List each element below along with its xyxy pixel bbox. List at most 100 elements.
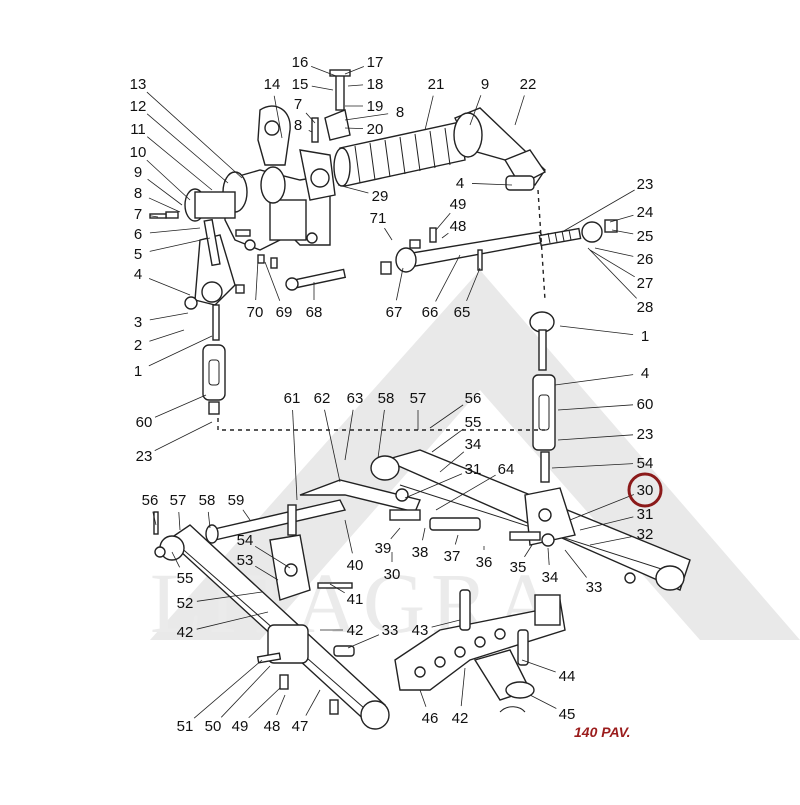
callout-label-39: 39 [375,540,392,557]
callout-label-65: 65 [454,304,471,321]
callout-label-16a: 16 [292,54,309,71]
leader-line-17 [344,66,365,75]
leader-line-59 [242,509,251,521]
leader-line-20 [344,127,364,129]
callout-label-33a: 33 [586,579,603,596]
callout-label-42a: 42 [177,624,194,641]
mid-top-parts [257,219,618,291]
leader-line-48b [276,694,286,716]
callout-label-23a: 23 [637,176,654,193]
callout-label-1a: 1 [641,328,649,345]
leader-line-28 [587,247,637,299]
leader-line-23c [154,421,213,451]
leader-line-39 [390,527,401,540]
lower-link-left [153,504,390,730]
leader-line-10 [146,159,191,201]
callout-label-18: 18 [367,76,384,93]
leader-line-4a [471,183,513,186]
leader-line-45 [529,694,557,709]
callout-label-43: 43 [412,622,429,639]
leader-line-49b [248,687,281,719]
leader-line-41 [329,583,345,594]
leader-line-66 [435,254,461,302]
leader-line-34a [439,451,465,473]
leader-line-12 [146,113,229,184]
leader-line-55b [171,551,180,568]
callout-label-23c: 23 [136,448,153,465]
callout-label-51: 51 [177,718,194,735]
leader-line-7a [305,112,316,124]
leader-line-35 [524,544,533,558]
leader-line-67 [396,267,404,301]
callout-label-54a: 54 [637,455,654,472]
callout-label-33b: 33 [382,622,399,639]
right-leveling-rod [217,189,556,483]
callout-label-55a: 55 [465,414,482,431]
leader-line-56a [429,404,464,429]
callout-label-23b: 23 [637,426,654,443]
callout-label-42c: 42 [452,710,469,727]
leader-line-8c [148,197,181,213]
callout-label-8c: 8 [134,185,142,202]
leader-line-62 [324,409,341,483]
callout-label-30a: 30 [637,482,654,499]
callout-label-47: 47 [292,718,309,735]
leader-line-24 [609,214,634,223]
left-lift-rod-assembly [149,211,251,415]
callout-label-52: 52 [177,595,194,612]
leader-line-44 [521,659,556,673]
leader-line-48a [441,232,449,239]
callout-label-70: 70 [247,304,264,321]
callout-label-68: 68 [306,304,323,321]
callout-label-57b: 57 [170,492,187,509]
callout-label-6: 6 [134,226,142,243]
leader-line-6 [149,227,201,234]
callout-label-17: 17 [367,54,384,71]
callout-label-21: 21 [428,76,445,93]
leader-line-65 [466,267,481,302]
callout-label-36: 36 [476,554,493,571]
lower-link-right [370,449,691,591]
callout-label-44: 44 [559,668,576,685]
callout-label-49b: 49 [232,718,249,735]
leader-line-16a [311,65,337,77]
callout-label-7b: 7 [134,206,142,223]
leader-line-49a [435,212,451,231]
leader-line-31b [579,516,634,531]
callout-label-9a: 9 [481,76,489,93]
callout-label-58a: 58 [378,390,395,407]
callout-label-4c: 4 [641,365,649,382]
callout-label-48b: 48 [264,718,281,735]
callout-label-25: 25 [637,228,654,245]
leader-line-31a [404,473,463,499]
leader-line-64 [435,474,496,511]
callout-label-71: 71 [370,210,387,227]
callout-label-37: 37 [444,548,461,565]
leader-line-11 [147,136,213,191]
leader-line-2 [149,329,185,342]
callout-label-46: 46 [422,710,439,727]
leader-line-47 [305,689,321,716]
leader-line-9a [469,95,482,126]
leader-line-55a [431,428,464,453]
leader-line-8a [344,113,389,121]
callout-label-31b: 31 [637,506,654,523]
callout-label-49a: 49 [450,196,467,213]
leader-line-7b [149,215,159,218]
callout-label-24: 24 [637,204,654,221]
callout-label-41: 41 [347,591,364,608]
callout-label-13: 13 [130,76,147,93]
leader-line-8b [308,130,313,133]
leader-line-40 [344,519,353,554]
callout-label-61: 61 [284,390,301,407]
callout-label-3: 3 [134,314,142,331]
callout-label-27: 27 [637,275,654,292]
callout-label-4b: 4 [134,266,142,283]
leader-line-4c [554,374,634,386]
callout-label-40: 40 [347,557,364,574]
leader-line-52 [196,591,263,602]
leader-line-37 [454,534,459,545]
leader-line-71 [384,227,393,241]
callout-label-2: 2 [134,337,142,354]
